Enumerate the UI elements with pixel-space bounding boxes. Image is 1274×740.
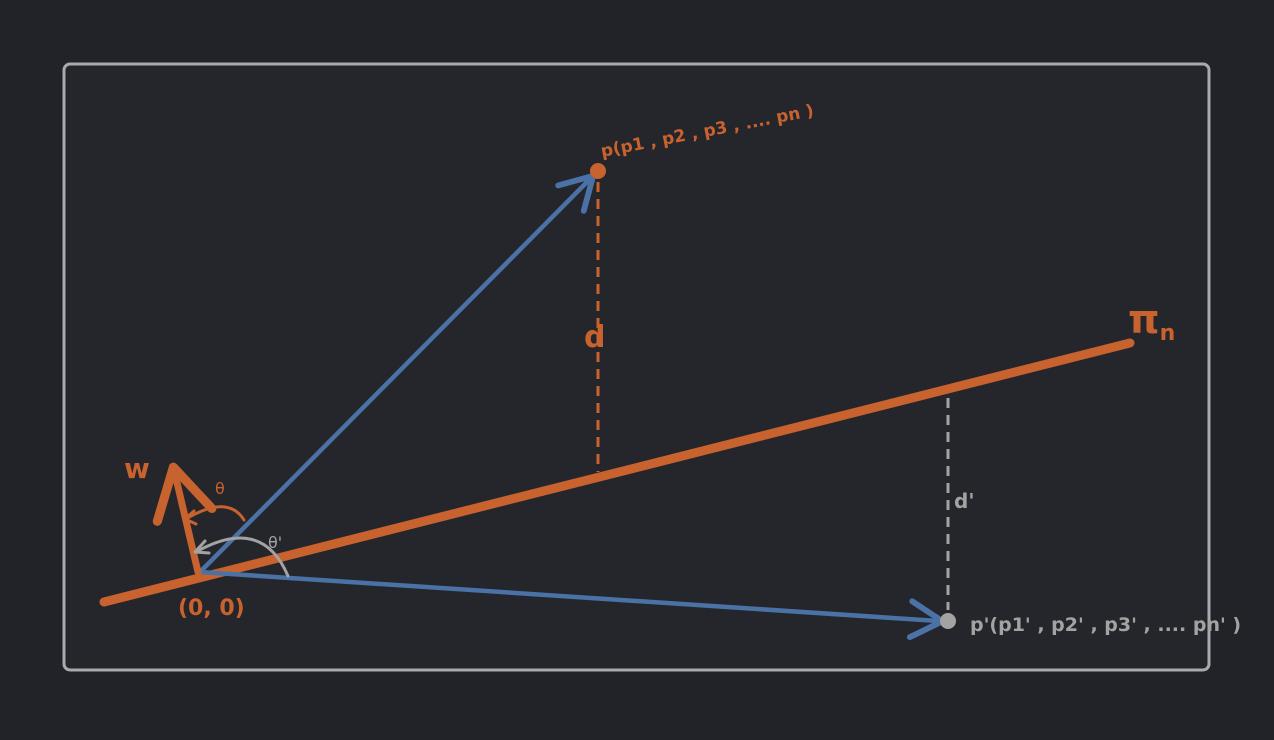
angle-theta-prime-arc (194, 536, 290, 578)
angle-theta-arc (184, 505, 246, 522)
origin-label: (0, 0) (178, 596, 245, 621)
distance-d-label: d (584, 320, 605, 355)
plane-line (99, 338, 1135, 607)
plane-symbol: π (1128, 297, 1160, 343)
angle-theta-prime-arrowhead (193, 539, 211, 555)
plane-subscript: n (1160, 321, 1176, 346)
normal-vector-label: w (124, 452, 150, 485)
diagram-frame (62, 62, 1211, 672)
vector-to-p-prime (197, 569, 946, 641)
point-p-dot (590, 163, 606, 179)
distance-d-prime-label: d' (954, 489, 974, 513)
angle-theta-arrowhead (183, 509, 198, 526)
angle-theta-label: θ (215, 479, 225, 498)
vector-to-p (197, 172, 597, 575)
angle-theta-prime-label: θ' (268, 533, 282, 552)
plane-label: πn (1128, 297, 1175, 346)
normal-vector-w (152, 462, 217, 576)
point-p-prime-label: p'(p1' , p2' , p3' , .... pn' ) (970, 614, 1241, 636)
point-p-prime-dot (940, 613, 956, 629)
